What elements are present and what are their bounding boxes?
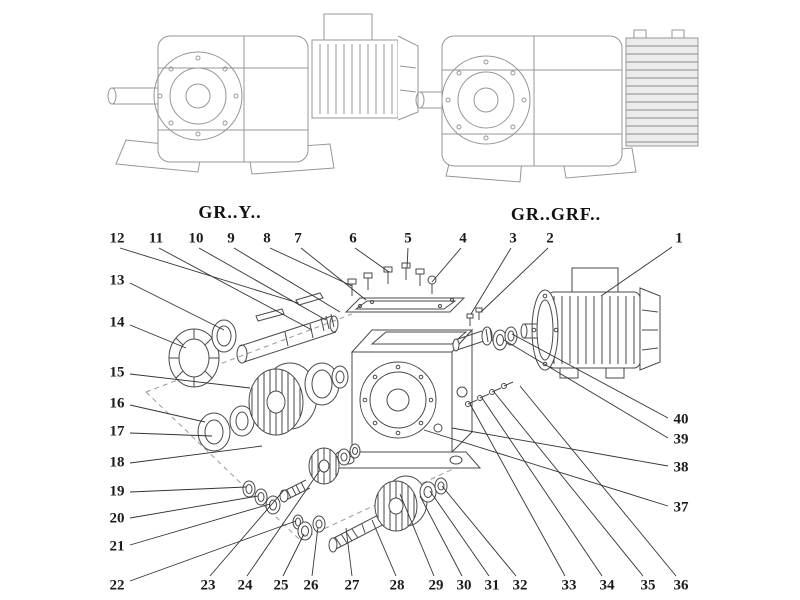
part-number-8: 8: [263, 230, 271, 247]
part-number-23: 23: [200, 577, 216, 594]
assembly-view-gry: [107, 13, 419, 175]
part-number-21: 21: [109, 538, 125, 555]
part-number-3: 3: [509, 230, 517, 247]
cover-bolts: [347, 262, 437, 296]
part-number-22: 22: [109, 577, 125, 594]
intermediate-pinion: [279, 479, 311, 503]
part-number-13: 13: [109, 272, 125, 289]
part-number-10: 10: [188, 230, 204, 247]
caption-gr-y: GR..Y..: [198, 202, 262, 222]
part-number-15: 15: [109, 364, 125, 381]
motor: [520, 267, 661, 379]
part-number-20: 20: [109, 510, 125, 527]
part-number-19: 19: [109, 483, 125, 500]
part-number-38: 38: [673, 459, 689, 476]
part-number-11: 11: [148, 230, 164, 247]
washers-left: [242, 480, 304, 530]
output-shaft: [236, 292, 339, 364]
flange-bolts: [465, 381, 514, 407]
bearing-flange: [168, 328, 220, 388]
eye-bolt: [427, 275, 437, 285]
part-number-29: 29: [428, 577, 444, 594]
fan-cover: [639, 287, 661, 371]
part-number-16: 16: [109, 395, 125, 412]
part-number-4: 4: [459, 230, 467, 247]
side-plug: [456, 386, 468, 398]
assembly-view-grgrf: [415, 29, 699, 183]
part-number-25: 25: [273, 577, 289, 594]
second-gear: [374, 475, 448, 532]
bolt-dots: [445, 59, 527, 141]
spacer-rings: [304, 362, 349, 406]
part-number-7: 7: [294, 230, 302, 247]
part-number-35: 35: [640, 577, 656, 594]
part-number-26: 26: [303, 577, 319, 594]
part-number-32: 32: [512, 577, 528, 594]
terminal-box: [571, 267, 619, 293]
part-number-2: 2: [546, 230, 554, 247]
shaft-key: [295, 292, 324, 306]
motor-fins: [319, 44, 393, 114]
part-number-28: 28: [389, 577, 405, 594]
part-number-17: 17: [109, 423, 125, 440]
part-number-6: 6: [349, 230, 357, 247]
cover-fins: [626, 45, 698, 143]
part-number-34: 34: [599, 577, 615, 594]
housing-cover: [344, 297, 466, 313]
bolt-dots: [157, 55, 239, 137]
shaft-key: [255, 308, 285, 322]
part-number-9: 9: [227, 230, 235, 247]
part-number-24: 24: [237, 577, 253, 594]
part-number-31: 31: [484, 577, 500, 594]
part-number-1: 1: [675, 230, 683, 247]
part-number-14: 14: [109, 314, 125, 331]
part-number-18: 18: [109, 454, 125, 471]
part-number-5: 5: [404, 230, 412, 247]
part-number-40: 40: [673, 411, 689, 428]
large-gear: [248, 362, 318, 436]
part-number-12: 12: [109, 230, 125, 247]
part-number-36: 36: [673, 577, 689, 594]
part-number-30: 30: [456, 577, 472, 594]
bearing: [197, 405, 255, 452]
part-number-33: 33: [561, 577, 577, 594]
caption-gr-grf: GR..GRF..: [510, 204, 602, 224]
end-cover: [211, 319, 237, 353]
part-number-39: 39: [673, 431, 689, 448]
exploded-view: [145, 262, 661, 553]
part-number-27: 27: [344, 577, 360, 594]
part-number-37: 37: [673, 499, 689, 516]
